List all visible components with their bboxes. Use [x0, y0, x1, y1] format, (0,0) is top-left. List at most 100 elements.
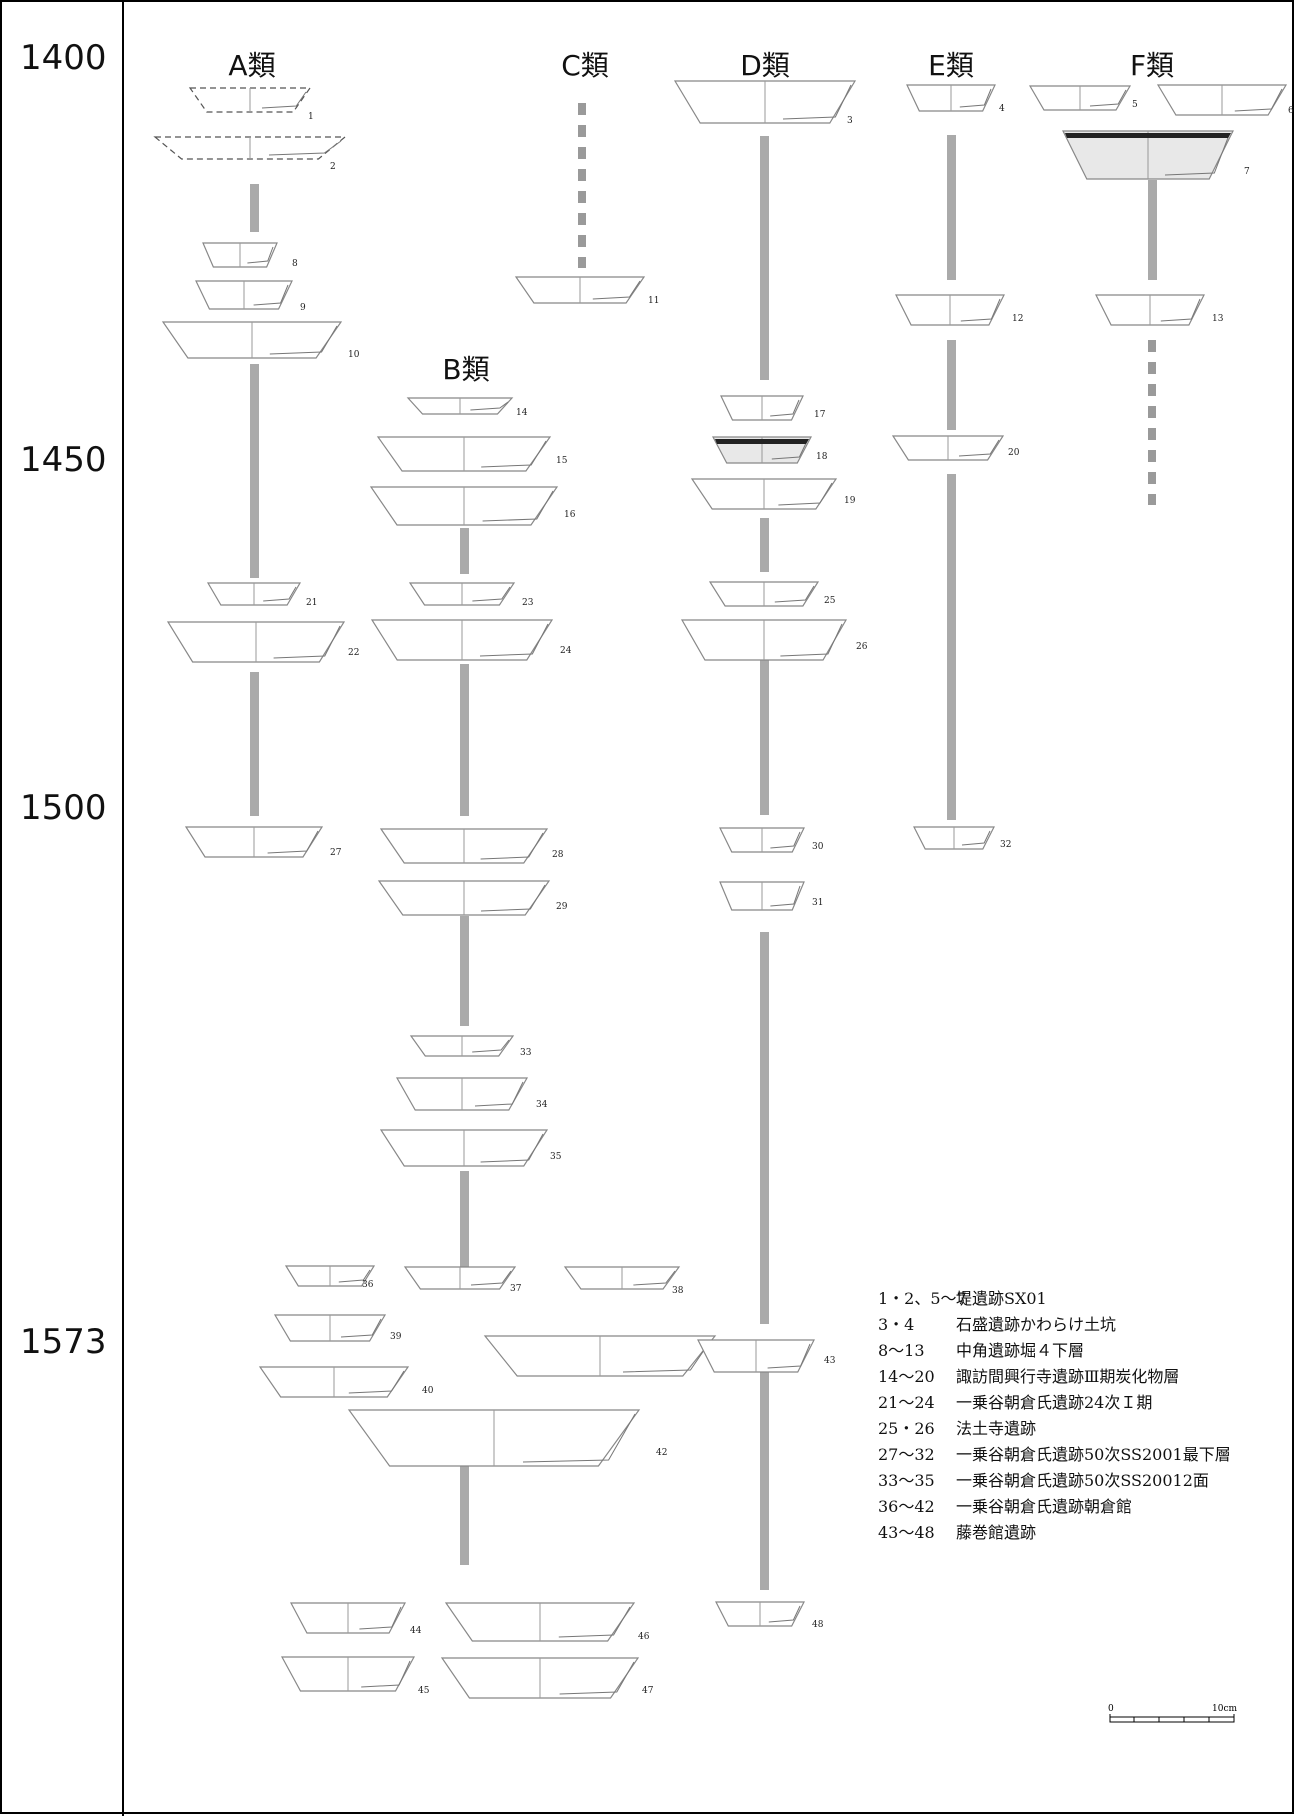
vessel-section [770, 885, 801, 907]
lineage-bar [250, 672, 259, 816]
specimen-number: 5 [1132, 100, 1138, 110]
vessel-section [770, 831, 801, 849]
lineage-dash [578, 103, 586, 115]
specimen-number: 35 [550, 1152, 562, 1162]
legend-site: 一乗谷朝倉氏遺跡朝倉館 [956, 1497, 1133, 1516]
vessel-profile-drawing [673, 80, 857, 124]
specimen-number: 47 [642, 1686, 654, 1696]
specimen-number: 48 [812, 1620, 824, 1630]
specimen-number: 42 [656, 1448, 668, 1458]
legend-row: 1・2、5〜7堤遺跡SX01 [878, 1286, 1231, 1312]
lineage-bar [250, 184, 259, 232]
vessel-section [770, 399, 800, 417]
type-header-d: D類 [740, 49, 790, 82]
specimen-number: 39 [390, 1332, 402, 1342]
vessel-section [273, 625, 341, 659]
specimen-number: 36 [362, 1280, 374, 1290]
vessel-section [1089, 89, 1127, 107]
vessel-section [780, 623, 843, 657]
vessel-profile-drawing [1062, 130, 1234, 180]
specimen-number: 22 [348, 648, 360, 658]
vessel-section [958, 439, 1000, 457]
vessel-section [1234, 88, 1283, 112]
vessel-profile-drawing [913, 826, 995, 850]
vessel-profile-drawing [712, 436, 812, 464]
vessel-profile-drawing [406, 397, 514, 415]
vessel-profile-drawing [408, 582, 516, 606]
vessel-profile-drawing [188, 87, 312, 113]
legend-site: 一乗谷朝倉氏遺跡50次SS20012面 [956, 1471, 1209, 1490]
lineage-bar [760, 1360, 769, 1590]
specimen-number: 46 [638, 1632, 650, 1642]
vessel-profile-drawing [166, 621, 346, 663]
specimen-number: 44 [410, 1626, 422, 1636]
vessel-section [782, 84, 852, 120]
vessel-section [472, 1039, 510, 1053]
lineage-dash [578, 169, 586, 181]
vessel-section [960, 298, 1001, 322]
specimen-number: 12 [1012, 314, 1024, 324]
lineage-bar [760, 518, 769, 572]
vessel-profile-drawing [347, 1409, 641, 1467]
lineage-bar [760, 932, 769, 1324]
specimen-number: 37 [510, 1284, 522, 1294]
vessel-section [253, 284, 289, 306]
year-label-1573: 1573 [20, 1322, 107, 1362]
vessel-section [269, 325, 338, 355]
vessel-profile-drawing [440, 1657, 640, 1699]
legend-key: 1・2、5〜7 [878, 1289, 967, 1308]
lineage-dash [578, 235, 586, 247]
vessel-profile-drawing [206, 582, 302, 606]
specimen-number: 3 [847, 116, 853, 126]
vessel-profile-drawing [563, 1266, 681, 1290]
legend-key: 8〜13 [878, 1341, 925, 1360]
specimen-number: 25 [824, 596, 836, 606]
specimen-number: 31 [812, 898, 824, 908]
vessel-section [522, 1413, 636, 1463]
specimen-number: 8 [292, 259, 298, 269]
vessel-section [474, 1081, 524, 1107]
vessel-profile-drawing [273, 1314, 387, 1342]
specimen-number: 28 [552, 850, 564, 860]
vessel-section [771, 440, 808, 460]
lineage-dash [578, 125, 586, 137]
vessel-section [633, 1270, 676, 1286]
vessel-section [961, 830, 991, 846]
lineage-dash [578, 147, 586, 159]
type-header-b: B類 [442, 353, 490, 386]
vessel-section [559, 1661, 635, 1695]
legend-key: 3・4 [878, 1315, 915, 1334]
vessel-profile-drawing [290, 1602, 406, 1634]
soot-deposit [715, 439, 809, 444]
scale-bar: 0 10cm [1108, 1704, 1237, 1723]
type-header-c: C類 [561, 49, 609, 82]
vessel-profile-drawing [444, 1602, 636, 1642]
type-header-f: F類 [1129, 49, 1175, 82]
specimen-number: 32 [1000, 840, 1012, 850]
specimen-number: 34 [536, 1100, 548, 1110]
lineage-bar [460, 1171, 469, 1272]
specimen-number: 43 [824, 1356, 836, 1366]
vessel-section [470, 401, 509, 411]
lineage-bar [760, 136, 769, 380]
legend-site: 中角遺跡堀４下層 [956, 1341, 1085, 1360]
legend-key: 36〜42 [878, 1497, 935, 1516]
vessel-profile-drawing [258, 1366, 410, 1398]
lineage-bar [760, 657, 769, 815]
vessel-profile-drawing [720, 395, 804, 421]
vessel-profile-drawing [370, 619, 554, 661]
legend-key: 43〜48 [878, 1523, 935, 1542]
year-label-1450: 1450 [20, 440, 107, 480]
lineage-dash [1148, 406, 1156, 418]
vessel-profile-drawing [284, 1265, 376, 1287]
vessel-section [768, 1605, 801, 1623]
legend-site: 堤遺跡SX01 [956, 1289, 1047, 1308]
vessel-section [592, 280, 641, 300]
vessel-section [558, 1606, 631, 1638]
vessel-profile-drawing [395, 1077, 529, 1111]
vessel-section [481, 440, 547, 468]
type-header-e: E類 [928, 49, 974, 82]
